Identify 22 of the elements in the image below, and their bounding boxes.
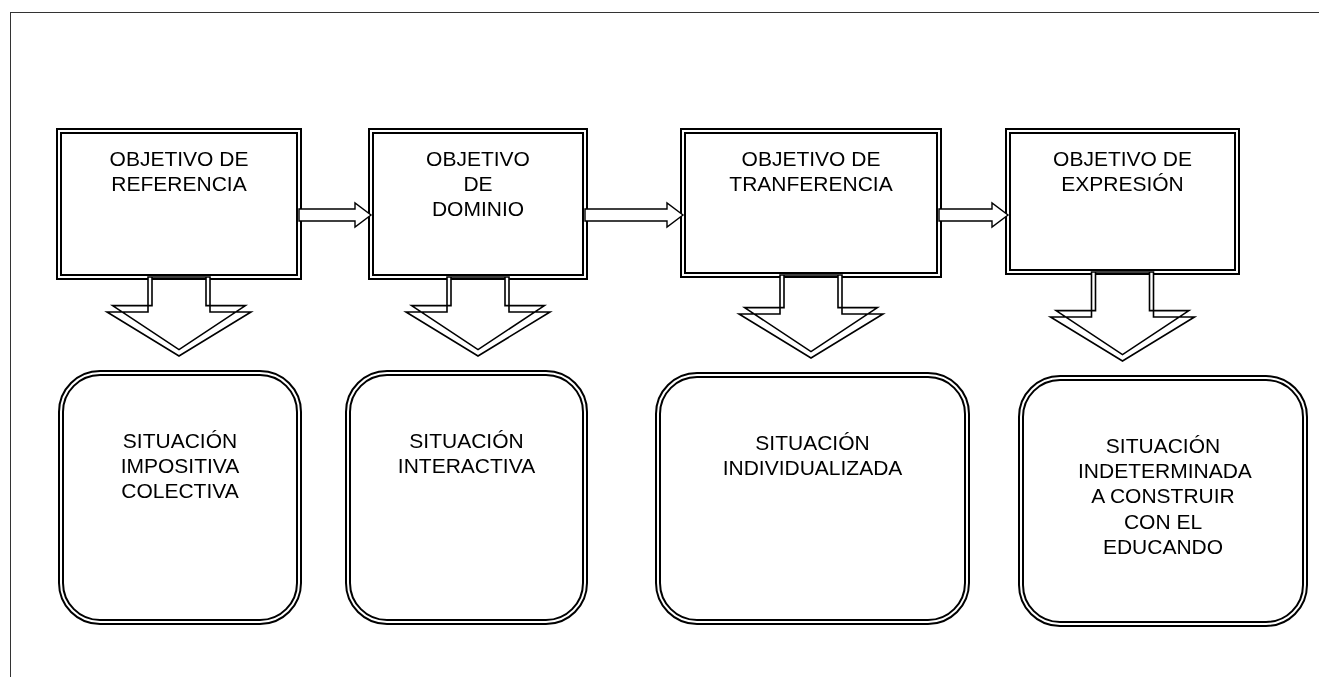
node-text: SITUACIÓN INTERACTIVA <box>396 428 537 479</box>
objective-box <box>680 128 942 278</box>
rounded-box <box>1018 375 1308 627</box>
node-text: SITUACIÓN IMPOSITIVA COLECTIVA <box>119 428 241 504</box>
objective-box <box>56 128 302 280</box>
rounded-box <box>58 370 302 625</box>
block-arrow <box>104 276 254 357</box>
node-text: OBJETIVO DE TRANFERENCIA <box>728 146 894 197</box>
rounded-box <box>345 370 588 625</box>
node-text: SITUACIÓN INDIVIDUALIZADA <box>721 430 904 481</box>
block-arrow <box>736 274 886 359</box>
arrow <box>298 201 373 229</box>
rounded-box <box>655 372 970 625</box>
node-text: OBJETIVO DE DOMINIO <box>425 146 531 222</box>
objective-box <box>368 128 588 280</box>
arrow <box>584 201 685 229</box>
node-text: OBJETIVO DE REFERENCIA <box>108 146 250 197</box>
block-arrow <box>403 276 553 357</box>
arrow <box>938 201 1010 229</box>
node-text: OBJETIVO DE EXPRESIÓN <box>1052 146 1193 197</box>
objective-box <box>1005 128 1240 275</box>
block-arrow <box>1047 271 1198 362</box>
